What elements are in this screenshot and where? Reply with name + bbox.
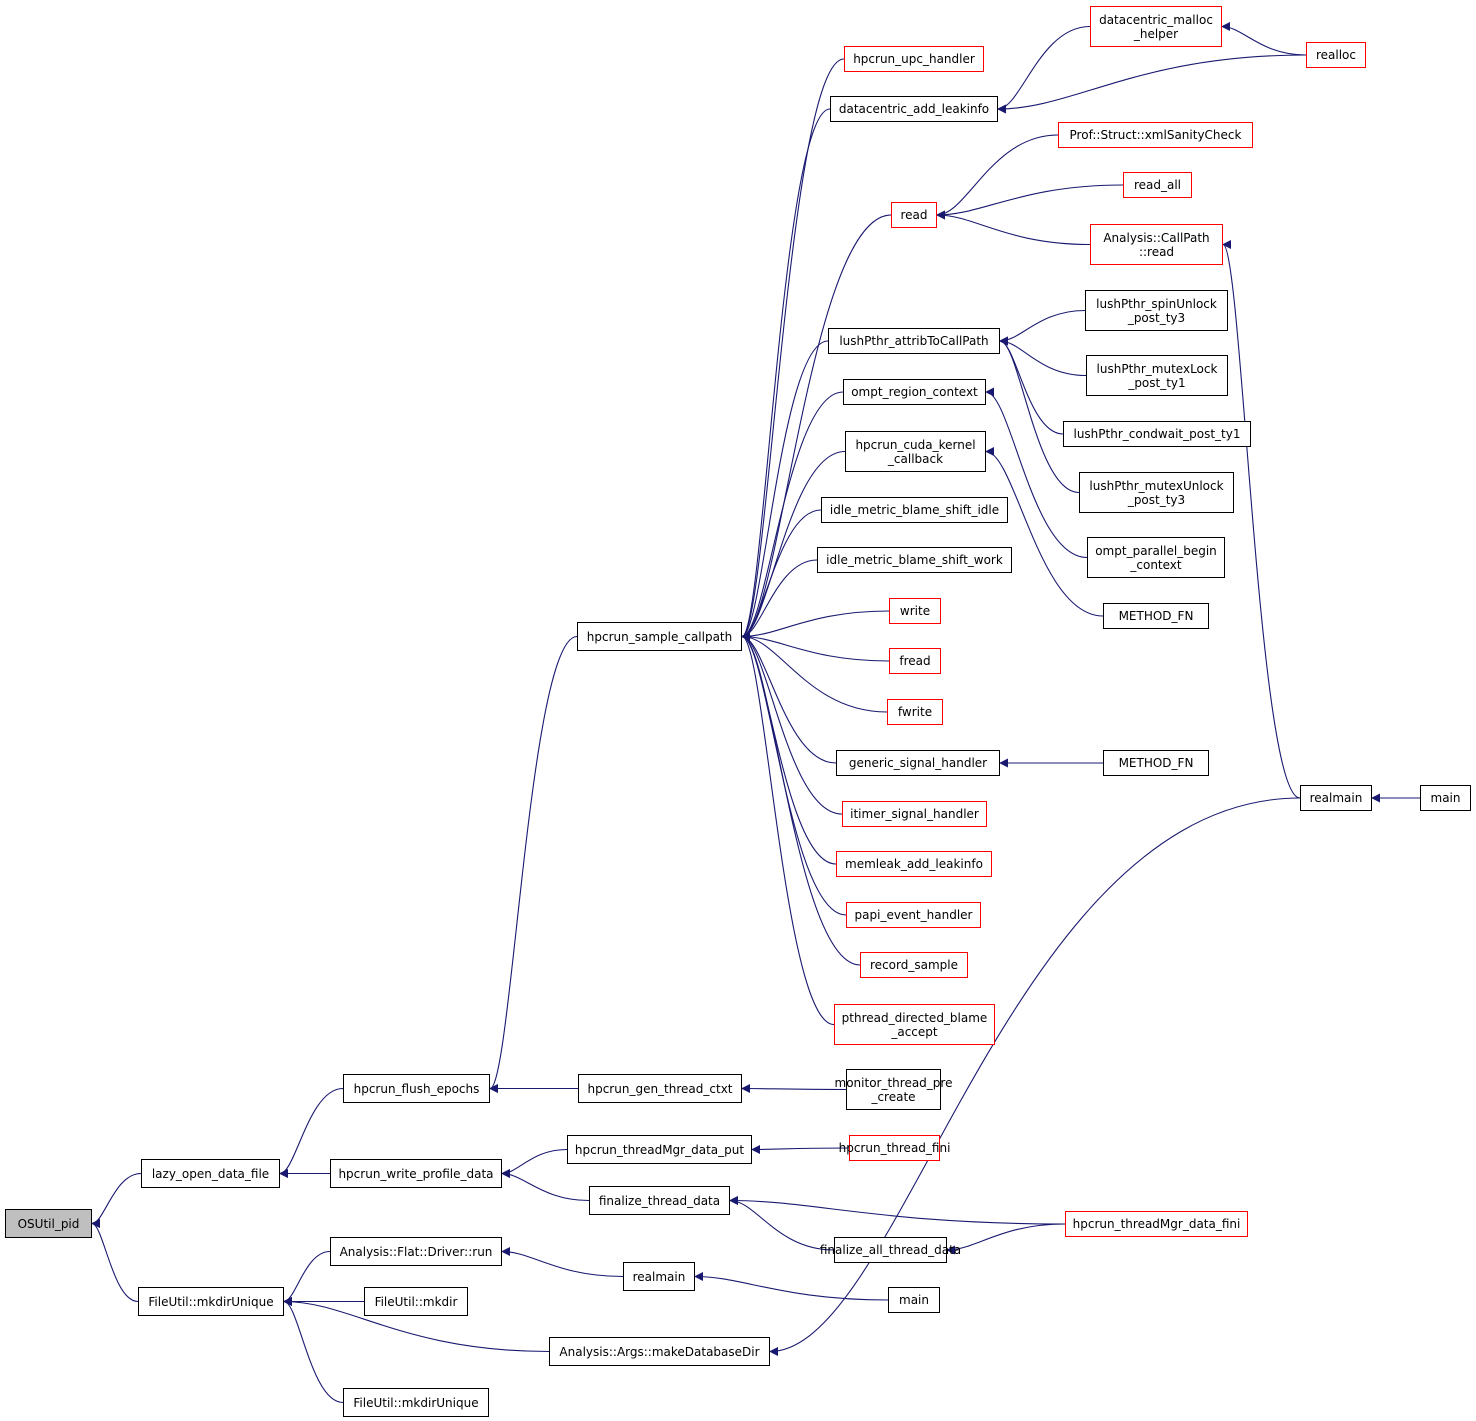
node-read-all[interactable]: read_all xyxy=(1123,172,1192,198)
edge-hpcrun_threadMgr_data_put-to-hpcrun_write_profile_data xyxy=(501,1148,568,1178)
node-papi-event-handler[interactable]: papi_event_handler xyxy=(846,902,981,928)
edge-main_a-to-realmain_a xyxy=(694,1272,889,1301)
edge-lushPthr_mutexUnlock_post_ty3-to-lushPthr_attribToCallPath xyxy=(999,336,1080,494)
node-ompt-parallel-begin-context[interactable]: ompt_parallel_begin _context xyxy=(1087,537,1225,578)
edge-read_all-to-read xyxy=(936,184,1124,220)
node-idle-metric-blame-shift-work[interactable]: idle_metric_blame_shift_work xyxy=(817,547,1012,573)
edge-lushPthr_spinUnlock_post_ty3-to-lushPthr_attribToCallPath xyxy=(999,309,1086,346)
node-pthread-directed-blame-accept[interactable]: pthread_directed_blame _accept xyxy=(834,1004,995,1045)
edge-pthread_directed_blame_accept-to-hpcrun_sample_callpath xyxy=(741,632,835,1026)
edge-itimer_signal_handler-to-hpcrun_sample_callpath xyxy=(741,632,843,815)
node-realmain-right[interactable]: realmain xyxy=(1300,785,1372,811)
node-hpcrun-thread-fini[interactable]: hpcrun_thread_fini xyxy=(839,1135,950,1161)
edge-write-to-hpcrun_sample_callpath xyxy=(741,610,890,641)
node-memleak-add-leakinfo[interactable]: memleak_add_leakinfo xyxy=(836,851,992,877)
node-lushpthr-condwait-post-ty1[interactable]: lushPthr_condwait_post_ty1 xyxy=(1063,421,1251,447)
edge-hpcrun_threadMgr_data_fini-to-finalize_thread_data xyxy=(729,1196,1066,1225)
node-record-sample[interactable]: record_sample xyxy=(860,952,968,978)
node-fileutil-mkdir[interactable]: FileUtil::mkdir xyxy=(364,1287,468,1316)
edge-ompt_region_context-to-hpcrun_sample_callpath xyxy=(741,391,844,641)
edge-fread-to-hpcrun_sample_callpath xyxy=(741,632,890,662)
edge-papi_event_handler-to-hpcrun_sample_callpath xyxy=(741,632,847,916)
edge-finalize_all_thread_data-to-finalize_thread_data xyxy=(729,1196,835,1251)
edge-finalize_thread_data-to-hpcrun_write_profile_data xyxy=(501,1169,590,1202)
node-analysis-flat-driver-run[interactable]: Analysis::Flat::Driver::run xyxy=(330,1237,502,1266)
edge-ompt_parallel_begin_context-to-ompt_region_context xyxy=(985,387,1088,559)
edge-lazy_open_data_file-to-OSUtil_pid xyxy=(91,1172,142,1228)
node-ompt-region-context[interactable]: ompt_region_context xyxy=(843,379,986,405)
edge-idle_metric_blame_shift_idle-to-hpcrun_sample_callpath xyxy=(741,509,822,641)
edge-realloc-to-datacentric_add_leakinfo xyxy=(997,54,1307,114)
edge-fwrite-to-hpcrun_sample_callpath xyxy=(741,632,888,713)
node-finalize-thread-data[interactable]: finalize_thread_data xyxy=(589,1186,730,1215)
node-analysis-args-makedatabasedir[interactable]: Analysis::Args::makeDatabaseDir xyxy=(549,1337,770,1366)
edge-Prof_Struct_xmlSanityCheck-to-read xyxy=(936,134,1059,220)
node-datacentric-add-leakinfo[interactable]: datacentric_add_leakinfo xyxy=(830,96,998,122)
node-datacentric-malloc-helper[interactable]: datacentric_malloc _helper xyxy=(1090,6,1222,47)
node-lazy-open-data-file[interactable]: lazy_open_data_file xyxy=(141,1159,280,1188)
node-method-fn-signal[interactable]: METHOD_FN xyxy=(1103,750,1209,776)
node-fileutil-mkdirunique-overload[interactable]: FileUtil::mkdirUnique xyxy=(343,1388,489,1417)
edge-Analysis_Args_makeDatabaseDir-to-FileUtil_mkdirUnique_a xyxy=(283,1297,550,1353)
node-monitor-thread-pre-create[interactable]: monitor_thread_pre _create xyxy=(835,1069,952,1110)
node-finalize-all-thread-data[interactable]: finalize_all_thread_data xyxy=(820,1237,961,1263)
edge-hpcrun_upc_handler-to-hpcrun_sample_callpath xyxy=(741,58,845,641)
node-realmain[interactable]: realmain xyxy=(623,1262,695,1291)
edge-monitor_thread_pre_create-to-hpcrun_gen_thread_ctxt xyxy=(741,1084,847,1094)
node-fileutil-mkdirunique[interactable]: FileUtil::mkdirUnique xyxy=(138,1287,284,1316)
node-main-right[interactable]: main xyxy=(1420,785,1471,811)
node-read[interactable]: read xyxy=(891,202,937,228)
edge-lushPthr_attribToCallPath-to-hpcrun_sample_callpath xyxy=(741,340,829,641)
edge-record_sample-to-hpcrun_sample_callpath xyxy=(741,632,861,966)
node-hpcrun-threadmgr-data-fini[interactable]: hpcrun_threadMgr_data_fini xyxy=(1065,1211,1248,1237)
node-osutil-pid[interactable]: OSUtil_pid xyxy=(5,1209,92,1238)
edge-datacentric_add_leakinfo-to-hpcrun_sample_callpath xyxy=(741,108,831,641)
node-analysis-callpath-read[interactable]: Analysis::CallPath ::read xyxy=(1090,224,1223,265)
node-hpcrun-gen-thread-ctxt[interactable]: hpcrun_gen_thread_ctxt xyxy=(578,1074,742,1103)
edge-generic_signal_handler-to-hpcrun_sample_callpath xyxy=(741,632,837,764)
edge-Analysis_CallPath_read-to-read xyxy=(936,210,1091,246)
node-hpcrun-threadmgr-data-put[interactable]: hpcrun_threadMgr_data_put xyxy=(567,1135,752,1164)
edge-METHOD_FN_a-to-hpcrun_cuda_kernel_callback xyxy=(985,447,1104,617)
node-hpcrun-sample-callpath[interactable]: hpcrun_sample_callpath xyxy=(577,622,742,651)
node-prof-struct-xmlsanitycheck[interactable]: Prof::Struct::xmlSanityCheck xyxy=(1058,122,1253,148)
node-method-fn-cuda[interactable]: METHOD_FN xyxy=(1103,603,1209,629)
node-main[interactable]: main xyxy=(888,1287,940,1313)
edge-hpcrun_sample_callpath-to-hpcrun_flush_epochs xyxy=(489,635,578,1093)
node-lushpthr-mutexunlock-post-ty3[interactable]: lushPthr_mutexUnlock _post_ty3 xyxy=(1079,472,1234,513)
node-lushpthr-spinunlock-post-ty3[interactable]: lushPthr_spinUnlock _post_ty3 xyxy=(1085,290,1228,331)
edge-FileUtil_mkdirUnique_a-to-OSUtil_pid xyxy=(91,1219,139,1303)
node-idle-metric-blame-shift-idle[interactable]: idle_metric_blame_shift_idle xyxy=(821,497,1008,523)
edge-realmain_b-to-Analysis_CallPath_read xyxy=(1222,240,1301,799)
node-hpcrun-cuda-kernel-callback[interactable]: hpcrun_cuda_kernel _callback xyxy=(845,431,986,472)
node-itimer-signal-handler[interactable]: itimer_signal_handler xyxy=(842,801,987,827)
node-hpcrun-upc-handler[interactable]: hpcrun_upc_handler xyxy=(844,46,984,72)
node-hpcrun-write-profile-data[interactable]: hpcrun_write_profile_data xyxy=(330,1159,502,1188)
edge-memleak_add_leakinfo-to-hpcrun_sample_callpath xyxy=(741,632,837,865)
edge-FileUtil_mkdirUnique_b-to-FileUtil_mkdirUnique_a xyxy=(283,1297,344,1404)
edge-datacentric_malloc_helper-to-datacentric_add_leakinfo xyxy=(997,25,1091,114)
node-realloc[interactable]: realloc xyxy=(1306,42,1366,68)
node-hpcrun-flush-epochs[interactable]: hpcrun_flush_epochs xyxy=(343,1074,490,1103)
edge-realmain_b-to-Analysis_Args_makeDatabaseDir xyxy=(769,797,1301,1356)
edge-realmain_a-to-Analysis_Flat_Driver_run xyxy=(501,1247,624,1278)
edge-realloc-to-datacentric_malloc_helper xyxy=(1221,22,1307,56)
node-fwrite[interactable]: fwrite xyxy=(887,699,943,725)
node-lushpthr-mutexlock-post-ty1[interactable]: lushPthr_mutexLock _post_ty1 xyxy=(1086,355,1228,396)
node-lushpthr-attribtocallpath[interactable]: lushPthr_attribToCallPath xyxy=(828,328,1000,354)
node-write[interactable]: write xyxy=(889,598,941,624)
edge-hpcrun_thread_fini-to-hpcrun_threadMgr_data_put xyxy=(751,1144,850,1154)
node-generic-signal-handler[interactable]: generic_signal_handler xyxy=(836,750,1000,776)
node-fread[interactable]: fread xyxy=(889,648,941,674)
edge-read-to-hpcrun_sample_callpath xyxy=(741,214,892,641)
edge-hpcrun_threadMgr_data_fini-to-finalize_all_thread_data xyxy=(946,1223,1066,1255)
edge-Analysis_Flat_Driver_run-to-FileUtil_mkdirUnique_a xyxy=(283,1250,331,1306)
